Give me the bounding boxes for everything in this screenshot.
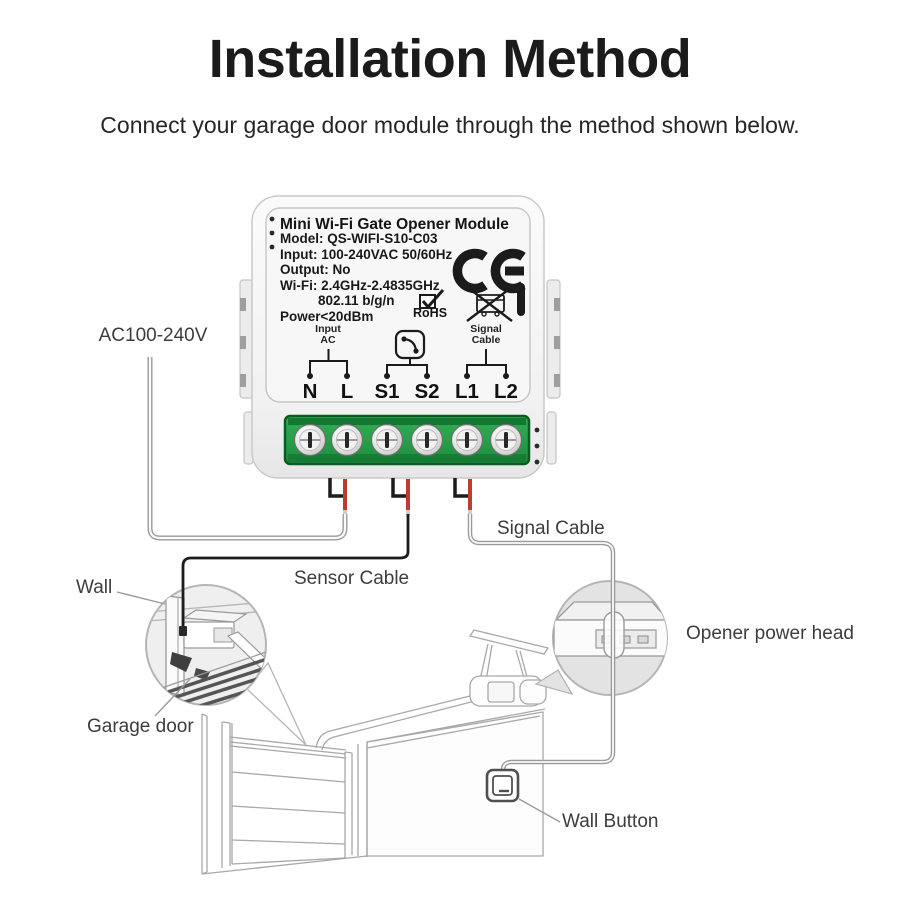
page-subtitle: Connect your garage door module through … bbox=[100, 112, 800, 138]
ce-mark-icon bbox=[452, 248, 526, 294]
terminal-l: L bbox=[340, 380, 354, 403]
terminal-group-label-input-ac: Input AC bbox=[315, 323, 341, 346]
gate-opener-module bbox=[239, 195, 561, 479]
label-opener-power-head: Opener power head bbox=[686, 623, 854, 644]
opener-unit bbox=[469, 675, 547, 707]
label-ac-power: AC100-240V bbox=[98, 325, 208, 346]
pointer-lines bbox=[116, 591, 561, 823]
ceiling-bracket bbox=[468, 629, 550, 655]
rohs-check-icon bbox=[419, 289, 445, 310]
wall-sensor-callout bbox=[145, 584, 307, 746]
spec-input: Input: 100-240VAC 50/60Hz bbox=[280, 246, 453, 262]
red-wires bbox=[343, 479, 472, 510]
terminal-brackets bbox=[309, 349, 507, 374]
rohs-label: RoHS bbox=[413, 306, 448, 320]
terminal-s1: S1 bbox=[374, 380, 400, 403]
spec-power: Power<20dBm bbox=[280, 308, 374, 324]
label-garage-door: Garage door bbox=[87, 716, 194, 737]
garage-illustration bbox=[201, 629, 550, 875]
weee-bin-icon bbox=[466, 286, 513, 322]
spec-wifi-standard: 802.11 b/g/n bbox=[318, 293, 395, 309]
opener-head-callout bbox=[534, 580, 668, 696]
terminal-group-label-signal-cable: Signal Cable bbox=[470, 323, 502, 346]
opener-rail bbox=[315, 693, 480, 751]
terminal-l1: L1 bbox=[455, 380, 479, 403]
terminal-block bbox=[283, 414, 531, 466]
wiring bbox=[147, 357, 616, 772]
wall-button bbox=[485, 768, 520, 803]
sensor-wire-connector bbox=[179, 626, 187, 636]
screw-terminals bbox=[293, 423, 523, 457]
ac-power-wire bbox=[147, 357, 348, 541]
label-signal-cable: Signal Cable bbox=[497, 518, 605, 539]
terminal-n: N bbox=[302, 380, 318, 403]
label-sensor-cable: Sensor Cable bbox=[294, 568, 410, 589]
page-title: Installation Method bbox=[208, 29, 692, 89]
spec-wifi: Wi-Fi: 2.4GHz-2.4835GHz bbox=[280, 277, 440, 293]
module-name: Mini Wi-Fi Gate Opener Module bbox=[280, 216, 509, 233]
label-wall: Wall bbox=[76, 577, 113, 598]
class-mark-bar bbox=[517, 283, 525, 316]
spec-model: Model: QS-WIFI-S10-C03 bbox=[280, 231, 438, 246]
garage-door-panels bbox=[229, 723, 347, 865]
callout-tail bbox=[534, 669, 574, 696]
label-wall-button: Wall Button bbox=[562, 811, 659, 832]
spec-output: Output: No bbox=[280, 262, 351, 278]
terminal-l2: L2 bbox=[494, 380, 518, 403]
module-specs: Model: QS-WIFI-S10-C03 Input: 100-240VAC… bbox=[280, 231, 452, 325]
terminal-s2: S2 bbox=[414, 380, 440, 403]
signal-wire bbox=[467, 514, 616, 772]
sensor-wire bbox=[181, 514, 410, 632]
